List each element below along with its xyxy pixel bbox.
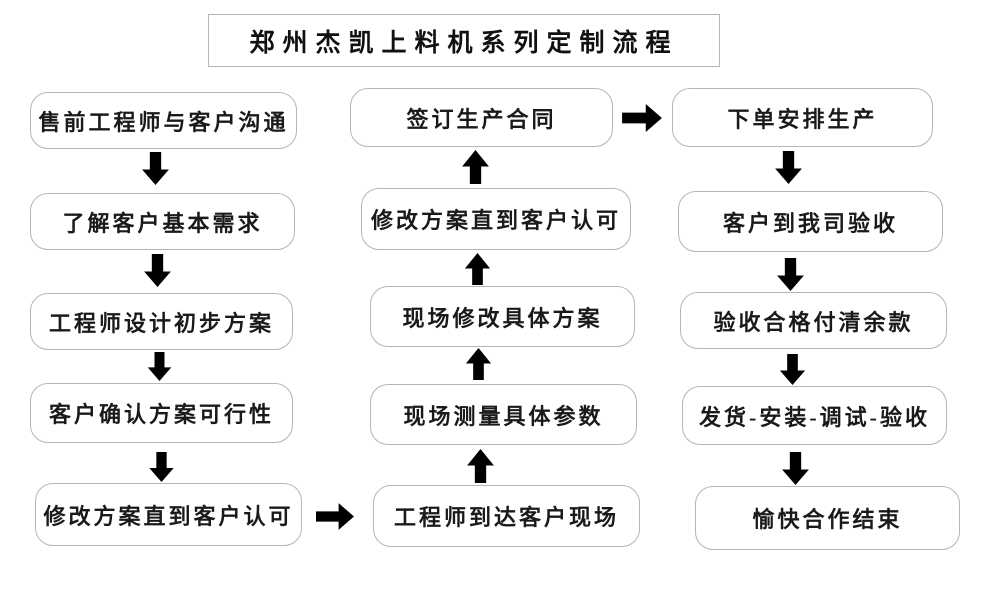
flow-node-label: 现场修改具体方案: [402, 305, 603, 331]
flow-node-cooperation-end: 愉快合作结束: [695, 486, 960, 550]
flow-node-label: 签订生产合同: [406, 106, 557, 132]
flow-node-label: 了解客户基本需求: [62, 210, 263, 236]
flow-node-label: 修改方案直到客户认可: [370, 208, 621, 233]
flow-node-label: 验收合格付清余款: [713, 309, 914, 335]
down-arrow-icon: [147, 352, 172, 381]
up-arrow-icon: [462, 150, 489, 184]
flow-node-understand-requirements: 了解客户基本需求: [30, 193, 295, 250]
flow-node-label: 工程师设计初步方案: [48, 310, 274, 336]
right-arrow-icon: [622, 104, 662, 132]
flow-node-label: 修改方案直到客户认可: [43, 503, 294, 529]
down-arrow-icon: [779, 354, 806, 385]
flow-node-label: 下单安排生产: [727, 106, 878, 132]
flow-node-label: 工程师到达客户现场: [393, 505, 619, 530]
flow-node-onsite-measure-parameters: 现场测量具体参数: [370, 384, 637, 445]
down-arrow-icon: [782, 452, 809, 485]
down-arrow-icon: [149, 452, 174, 482]
flow-node-initial-design: 工程师设计初步方案: [30, 293, 293, 350]
flow-node-onsite-modify-plan: 现场修改具体方案: [370, 286, 635, 347]
diagram-title: 郑州杰凯上料机系列定制流程: [249, 29, 679, 57]
flow-node-revise-until-approved-onsite: 修改方案直到客户认可: [361, 188, 631, 250]
flow-node-pay-balance: 验收合格付清余款: [680, 292, 947, 349]
down-arrow-icon: [144, 254, 171, 287]
flow-node-schedule-production: 下单安排生产: [672, 88, 933, 147]
flow-node-presale-communication: 售前工程师与客户沟通: [30, 92, 297, 149]
flow-node-sign-contract: 签订生产合同: [350, 88, 613, 147]
flow-node-label: 客户确认方案可行性: [48, 402, 274, 427]
up-arrow-icon: [467, 449, 494, 483]
diagram-title-box: 郑州杰凯上料机系列定制流程: [208, 14, 720, 67]
down-arrow-icon: [142, 152, 169, 185]
flow-node-confirm-feasibility: 客户确认方案可行性: [30, 383, 293, 443]
flow-node-engineer-arrive-site: 工程师到达客户现场: [373, 485, 640, 547]
flow-node-delivery-install-debug-accept: 发货-安装-调试-验收: [682, 386, 947, 445]
flow-node-label: 发货-安装-调试-验收: [699, 404, 930, 430]
up-arrow-icon: [465, 348, 492, 380]
right-arrow-icon: [316, 503, 354, 530]
down-arrow-icon: [775, 151, 802, 184]
flow-node-label: 愉快合作结束: [752, 507, 903, 532]
flow-node-label: 客户到我司验收: [722, 210, 898, 236]
flow-node-label: 售前工程师与客户沟通: [38, 109, 289, 135]
down-arrow-icon: [777, 258, 804, 291]
flow-node-revise-until-approved-presale: 修改方案直到客户认可: [35, 483, 302, 546]
up-arrow-icon: [464, 253, 491, 285]
flow-node-label: 现场测量具体参数: [403, 403, 604, 429]
flow-node-customer-acceptance-visit: 客户到我司验收: [678, 191, 943, 252]
